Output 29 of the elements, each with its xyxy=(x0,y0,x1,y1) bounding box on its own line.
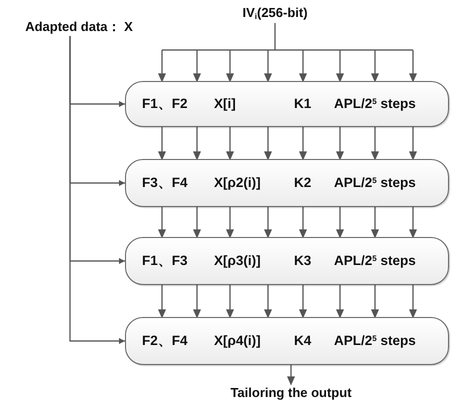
box-label: APL/2$^{5}$ steps xyxy=(334,174,417,192)
arrow xyxy=(158,126,417,160)
box-label: APL/2$^{5}$ steps xyxy=(334,94,417,113)
arrow xyxy=(69,36,125,344)
box-label: X[ρ2(i)] xyxy=(214,174,262,192)
box-label: F1、F2 xyxy=(142,94,189,113)
arrow xyxy=(158,284,417,318)
text-label: Adapted data： X xyxy=(4,18,154,36)
box-label: X[i] xyxy=(214,94,237,113)
box-label: K3 xyxy=(294,252,312,270)
text-label: IV$_{i}$(256-bit) xyxy=(220,4,330,22)
process-box xyxy=(125,237,449,285)
box-label: K1 xyxy=(294,94,312,113)
box-label: APL/2$^{5}$ steps xyxy=(334,252,417,270)
process-box xyxy=(125,81,449,127)
arrow xyxy=(158,22,417,82)
arrow xyxy=(287,364,295,385)
box-label: F1、F3 xyxy=(142,252,189,270)
box-label: X[ρ3(i)] xyxy=(214,252,262,270)
arrow xyxy=(158,206,417,238)
box-label: K2 xyxy=(294,174,312,192)
box-label: X[ρ4(i)] xyxy=(214,332,262,350)
box-label: F3、F4 xyxy=(142,174,189,192)
box-label: F2、F4 xyxy=(142,332,189,350)
process-box xyxy=(125,159,449,207)
process-box xyxy=(125,317,449,365)
box-label: APL/2$^{5}$ steps xyxy=(334,332,417,350)
box-label: K4 xyxy=(294,332,312,350)
text-label: Tailoring the output xyxy=(211,384,371,402)
